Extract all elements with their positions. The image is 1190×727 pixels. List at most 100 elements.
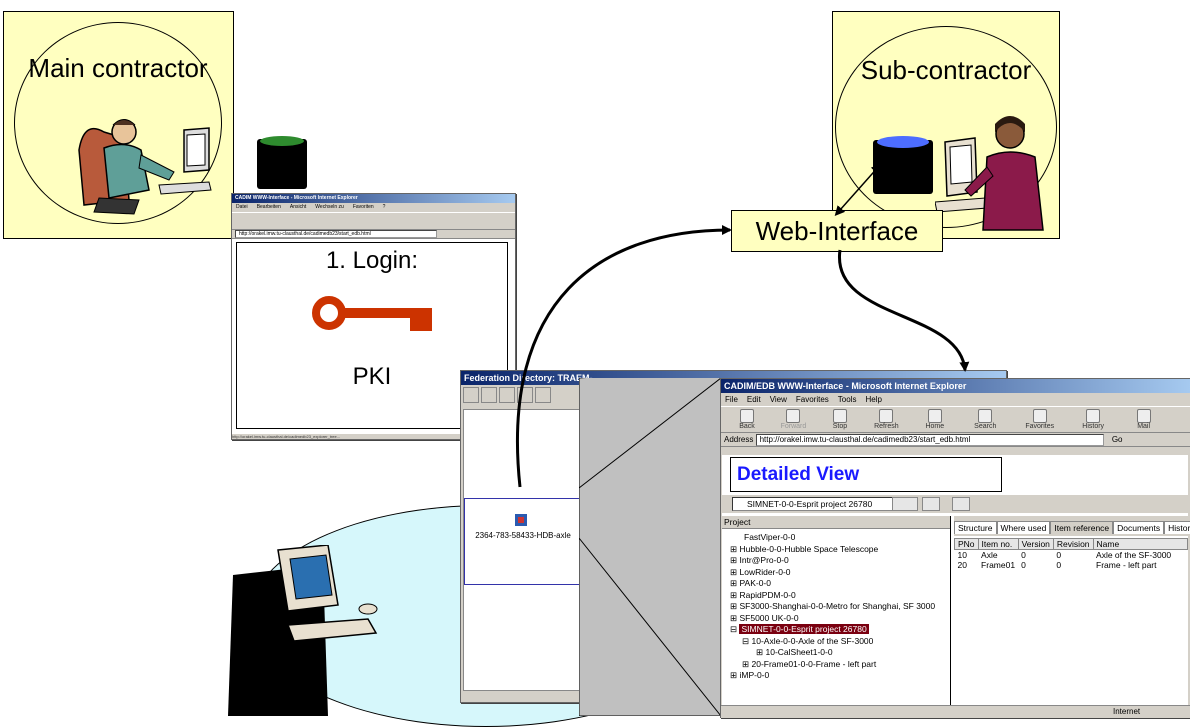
refresh-label: Refresh xyxy=(874,423,899,430)
sub-contractor-label: Sub-contractor xyxy=(860,55,1032,85)
tree-item[interactable]: ⊞ Intr@Pro-0-0 xyxy=(730,555,789,565)
favorites-button[interactable]: Favorites xyxy=(1014,407,1066,430)
tree-item[interactable]: ⊞ Hubble-0-0-Hubble Space Telescope xyxy=(730,543,879,554)
project-header: Project xyxy=(722,516,950,529)
status-zone: Internet xyxy=(1113,707,1141,716)
cell: 0 xyxy=(1021,550,1026,560)
tree-item[interactable]: ⊞ RapidPDM-0-0 xyxy=(730,589,796,600)
tool-btn-a[interactable] xyxy=(892,497,918,511)
tab-history[interactable]: History xyxy=(1164,521,1190,534)
menu-tools[interactable]: Tools xyxy=(837,395,857,404)
pointer-tool-icon[interactable] xyxy=(463,387,479,403)
tool-btn-c[interactable] xyxy=(952,497,970,511)
menu-item[interactable]: Datei xyxy=(236,204,248,210)
ie-title: CADIM/EDB WWW-Interface - Microsoft Inte… xyxy=(721,379,1190,393)
tree-item[interactable]: FastViper-0-0 xyxy=(744,532,796,542)
ie-window: CADIM/EDB WWW-Interface - Microsoft Inte… xyxy=(720,378,1190,718)
cell: 0 xyxy=(1056,560,1062,570)
project-tree: FastViper-0-0 ⊞ Hubble-0-0-Hubble Space … xyxy=(722,529,950,682)
ie-menubar: File Edit View Favorites Tools Help xyxy=(721,393,1190,406)
favorites-icon xyxy=(1032,409,1047,423)
tree-item[interactable]: ⊞ PAK-0-0 xyxy=(730,578,771,588)
businesswoman-clipart xyxy=(935,116,1044,231)
tree-item[interactable]: ⊞ 20-Frame01-0-0-Frame - left part xyxy=(742,658,877,669)
menu-item[interactable]: Bearbeiten xyxy=(256,204,281,210)
table-row[interactable]: 20 Frame01 0 0 Frame - left part xyxy=(955,560,1188,570)
project-tree-pane: Project FastViper-0-0 ⊞ Hubble-0-0-Hubbl… xyxy=(722,516,951,705)
node-icon xyxy=(515,514,527,526)
tab-structure[interactable]: Structure xyxy=(954,521,997,534)
tree-item[interactable]: ⊞ 10-CalSheet1-0-0 xyxy=(756,647,833,657)
history-button[interactable]: History xyxy=(1070,407,1116,430)
col-revision[interactable]: Revision xyxy=(1052,538,1094,550)
col-name[interactable]: Name xyxy=(1092,538,1189,550)
login-step-label: 1. Login: xyxy=(325,247,419,274)
login-address-bar[interactable]: http://orakel.imw.tu-clausthal.de/cadime… xyxy=(232,230,515,239)
col-pno[interactable]: PNo xyxy=(954,538,979,550)
history-icon xyxy=(1086,409,1101,423)
arrow-web-db xyxy=(834,163,882,216)
col-version[interactable]: Version xyxy=(1017,538,1054,550)
tree-item[interactable]: ⊟ 10-Axle-0-0-Axle of the SF-3000 xyxy=(742,635,874,646)
back-button[interactable]: Back xyxy=(727,407,767,430)
login-address-field[interactable]: http://orakel.imw.tu-clausthal.de/cadime… xyxy=(235,230,437,238)
refresh-icon xyxy=(879,409,894,423)
search-icon xyxy=(978,409,993,423)
menu-help[interactable]: Help xyxy=(865,395,882,404)
fit-tool-icon[interactable] xyxy=(535,387,551,403)
database-icon-blue xyxy=(873,136,933,194)
stop-label: Stop xyxy=(832,423,848,430)
table-row[interactable]: 10 Axle 0 0 Axle of the SF-3000 xyxy=(955,550,1188,560)
zoom-tool-icon[interactable] xyxy=(481,387,497,403)
go-button[interactable]: Go xyxy=(1111,435,1123,444)
menu-view[interactable]: View xyxy=(769,395,787,404)
forward-label: Forward xyxy=(780,423,807,430)
tree-item[interactable]: ⊞ iMP-0-0 xyxy=(730,670,770,680)
tab-where-used[interactable]: Where used xyxy=(996,521,1051,534)
page-content: Detailed View SIMNET-0-0-Esprit project … xyxy=(722,455,1190,705)
tree-item-selected[interactable]: ⊟ SIMNET-0-0-Esprit project 26780 xyxy=(730,624,869,634)
favorites-label: Favorites xyxy=(1025,423,1055,430)
login-menubar: Datei Bearbeiten Ansicht Wechseln zu Favorit… xyxy=(232,203,515,212)
zoom-out-tool-icon[interactable] xyxy=(517,387,533,403)
mail-button[interactable]: Mail xyxy=(1121,407,1167,430)
login-status-bar: http://orakel.imw.tu-clausthal.de/cadime… xyxy=(232,434,515,439)
tab-documents[interactable]: Documents xyxy=(1113,521,1165,534)
stop-button[interactable]: Stop xyxy=(820,407,860,430)
menu-item[interactable]: Ansicht xyxy=(289,204,307,210)
database-icon-green xyxy=(257,136,307,189)
forward-button[interactable]: Forward xyxy=(771,407,815,430)
refresh-button[interactable]: Refresh xyxy=(864,407,908,430)
cell: 10 xyxy=(957,550,967,560)
cell: Axle xyxy=(981,550,998,560)
tree-item[interactable]: ⊞ LowRider-0-0 xyxy=(730,566,791,577)
project-select-value: SIMNET-0-0-Esprit project 26780 xyxy=(747,499,873,509)
businessman-clipart xyxy=(78,119,212,215)
tree-item[interactable]: ⊞ SF5000 UK-0-0 xyxy=(730,612,799,623)
back-icon xyxy=(740,409,754,423)
main-contractor-box: Main contractor xyxy=(3,11,234,239)
tree-item[interactable]: ⊞ SF3000-Shanghai-0-0-Metro for Shanghai… xyxy=(730,601,936,611)
stop-icon xyxy=(832,409,847,423)
menu-favorites[interactable]: Favorites xyxy=(795,395,829,404)
main-contractor-ellipse: Main contractor xyxy=(14,22,222,224)
menu-item[interactable]: ? xyxy=(382,204,386,210)
tool-btn-b[interactable] xyxy=(922,497,940,511)
zoom-in-tool-icon[interactable] xyxy=(499,387,515,403)
menu-file[interactable]: File xyxy=(725,395,738,404)
web-interface-label: Web-Interface xyxy=(755,216,919,246)
project-select[interactable]: SIMNET-0-0-Esprit project 26780 xyxy=(732,497,898,511)
menu-item[interactable]: Favoriten xyxy=(352,204,374,210)
menu-item[interactable]: Wechseln zu xyxy=(315,204,344,210)
address-field[interactable]: http://orakel.imw.tu-clausthal.de/cadime… xyxy=(755,433,1104,446)
menu-edit[interactable]: Edit xyxy=(746,395,761,404)
pki-label: PKI xyxy=(352,363,392,390)
cell: Axle of the SF-3000 xyxy=(1096,550,1172,560)
search-label: Search xyxy=(974,423,997,430)
tab-item-reference[interactable]: Item reference xyxy=(1050,521,1114,534)
mail-icon xyxy=(1136,409,1151,423)
home-button[interactable]: Home xyxy=(913,407,957,430)
search-button[interactable]: Search xyxy=(961,407,1009,430)
